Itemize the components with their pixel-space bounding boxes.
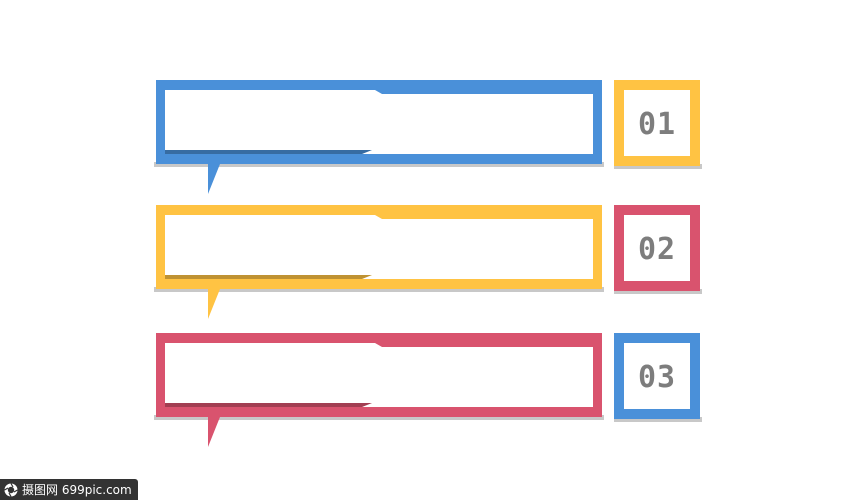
speech-bubble-shape-1 (154, 80, 604, 194)
speech-bubble-1 (150, 80, 610, 200)
watermark-text: 摄图网 699pic.com (22, 483, 132, 497)
number-box-3: 03 (612, 333, 702, 427)
callout-row-1: 01 (0, 80, 863, 200)
speech-bubble-2 (150, 205, 610, 325)
number-label-1: 01 (637, 106, 677, 142)
number-box-2: 02 (612, 205, 702, 299)
speech-bubble-3 (150, 333, 610, 453)
number-box-shape-1 (614, 80, 702, 169)
callout-row-2: 02 (0, 205, 863, 325)
watermark-badge: 摄图网 699pic.com (0, 479, 138, 500)
camera-lens-logo-icon (4, 482, 18, 497)
number-box-shape-3 (614, 333, 702, 422)
speech-bubble-shape-2 (154, 205, 604, 319)
number-label-2: 02 (637, 231, 677, 267)
number-box-shape-2 (614, 205, 702, 294)
number-box-1: 01 (612, 80, 702, 174)
speech-bubble-shape-3 (154, 333, 604, 447)
callout-row-3: 03 (0, 333, 863, 453)
number-label-3: 03 (637, 359, 677, 395)
